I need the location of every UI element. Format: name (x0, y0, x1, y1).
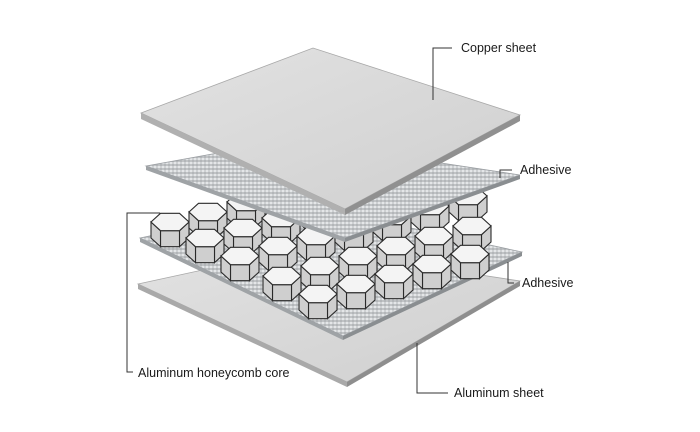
honeycomb-cell-wall (421, 272, 443, 290)
aluminum-sheet-label: Aluminum sheet (454, 386, 544, 400)
adhesive-top-leader (499, 169, 512, 178)
adhesive-bottom-label: Adhesive (522, 276, 573, 290)
honeycomb-cell (374, 264, 414, 284)
honeycomb-cell (452, 216, 492, 236)
honeycomb-cell (336, 274, 376, 294)
honeycomb-cell (262, 266, 302, 286)
honeycomb-cell (188, 202, 228, 222)
honeycomb-cell (220, 246, 260, 266)
honeycomb-cell (376, 236, 416, 256)
honeycomb-cell (300, 256, 340, 276)
honeycomb-cell-wall (159, 230, 181, 248)
copper-sheet-label: Copper sheet (461, 41, 537, 55)
honeycomb-cell-wall (345, 292, 367, 310)
aluminum-sheet-leader (416, 343, 448, 394)
honeycomb-core-label: Aluminum honeycomb core (138, 366, 290, 380)
honeycomb-cell (414, 226, 454, 246)
honeycomb-cell-wall (271, 284, 293, 302)
honeycomb-cell (338, 246, 378, 266)
honeycomb-cell (223, 218, 263, 238)
adhesive-top-label: Adhesive (520, 163, 571, 177)
copper-sheet-leader (432, 47, 452, 100)
honeycomb-cell-wall (229, 264, 251, 282)
honeycomb-cell (412, 254, 452, 274)
honeycomb-cell (298, 284, 338, 304)
honeycomb-cell-wall (194, 246, 216, 264)
copper-sheet (139, 47, 522, 215)
honeycomb-core-leader (126, 212, 160, 373)
honeycomb-cell-wall (459, 262, 481, 280)
honeycomb-cell (150, 212, 190, 232)
honeycomb-cell (258, 236, 298, 256)
honeycomb-cell-wall (307, 302, 329, 320)
honeycomb-cell (185, 228, 225, 248)
honeycomb-cell (450, 244, 490, 264)
honeycomb-cell-wall (383, 282, 405, 300)
adhesive-bottom-leader (507, 262, 514, 284)
